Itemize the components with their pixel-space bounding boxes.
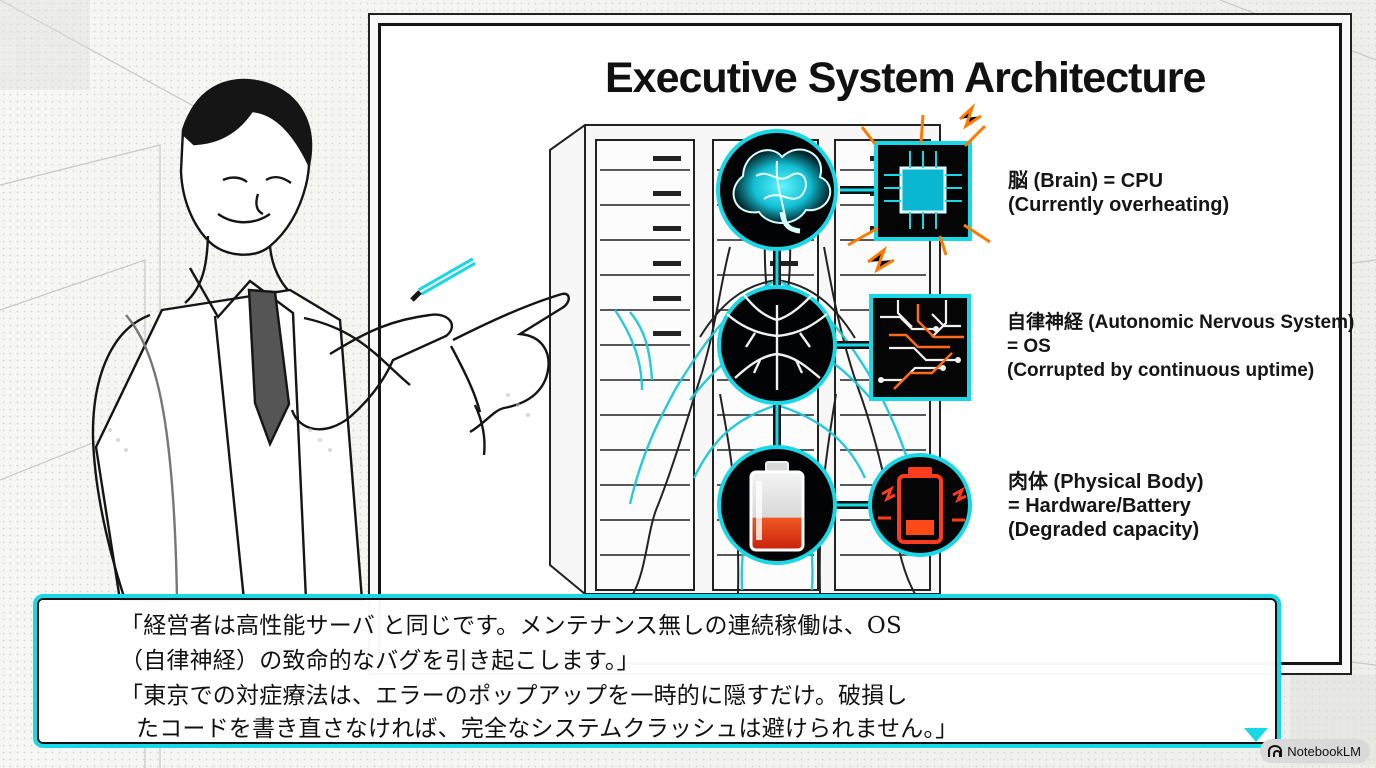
nervous-system-line-3: (Corrupted by continuous uptime) bbox=[1007, 360, 1315, 381]
low-battery-icon bbox=[868, 453, 972, 557]
dialogue-line: たコードを書き直さなければ、完全なシステムクラッシュは避けられません。」 bbox=[136, 716, 959, 742]
cpu-chip-icon bbox=[847, 102, 991, 274]
brain-cpu-line-2: (Currently overheating) bbox=[1008, 194, 1230, 216]
brain-cpu-label: 脳 (Brain) = CPU (Currently overheating) bbox=[1008, 169, 1229, 217]
physical-body-line-2: = Hardware/Battery bbox=[1008, 495, 1191, 517]
presenter-illustration bbox=[91, 78, 570, 602]
board-title: Executive System Architecture bbox=[605, 54, 1206, 102]
physical-body-line-3: (Degraded capacity) bbox=[1008, 519, 1200, 541]
nervous-system-line-2: = OS bbox=[1007, 336, 1051, 357]
battery-icon bbox=[717, 445, 837, 565]
nervous-system-icon bbox=[717, 285, 837, 405]
next-triangle-icon[interactable] bbox=[1244, 728, 1268, 742]
dialogue-box: 「経営者は高性能サーバ と同じです。メンテナンス無しの連続稼働は、OS （自律神… bbox=[33, 594, 1281, 748]
brand-name: NotebookLM bbox=[1287, 743, 1361, 759]
dialogue-line: （自律神経）の致命的なバグを引き起こします。」 bbox=[120, 648, 640, 674]
physical-body-label: 肉体 (Physical Body) = Hardware/Battery (D… bbox=[1008, 470, 1204, 542]
nervous-system-os-label: 自律神経 (Autonomic Nervous System) = OS (Co… bbox=[1007, 311, 1354, 383]
circuit-board-icon bbox=[869, 294, 971, 401]
dialogue-line: 「経営者は高性能サーバ と同じです。メンテナンス無しの連続稼働は、OS bbox=[120, 613, 902, 639]
physical-body-line-1: 肉体 (Physical Body) bbox=[1008, 471, 1204, 493]
notebooklm-badge: NotebookLM bbox=[1260, 739, 1370, 763]
halftone-shading bbox=[108, 393, 530, 452]
brain-icon bbox=[716, 129, 838, 251]
nervous-system-line-1: 自律神経 (Autonomic Nervous System) bbox=[1007, 312, 1355, 333]
dialogue-line: 「東京での対症療法は、エラーのポップアップを一時的に隠すだけ。破損し bbox=[120, 683, 908, 709]
brain-cpu-line-1: 脳 (Brain) = CPU bbox=[1008, 170, 1164, 192]
notebooklm-icon bbox=[1268, 745, 1283, 757]
